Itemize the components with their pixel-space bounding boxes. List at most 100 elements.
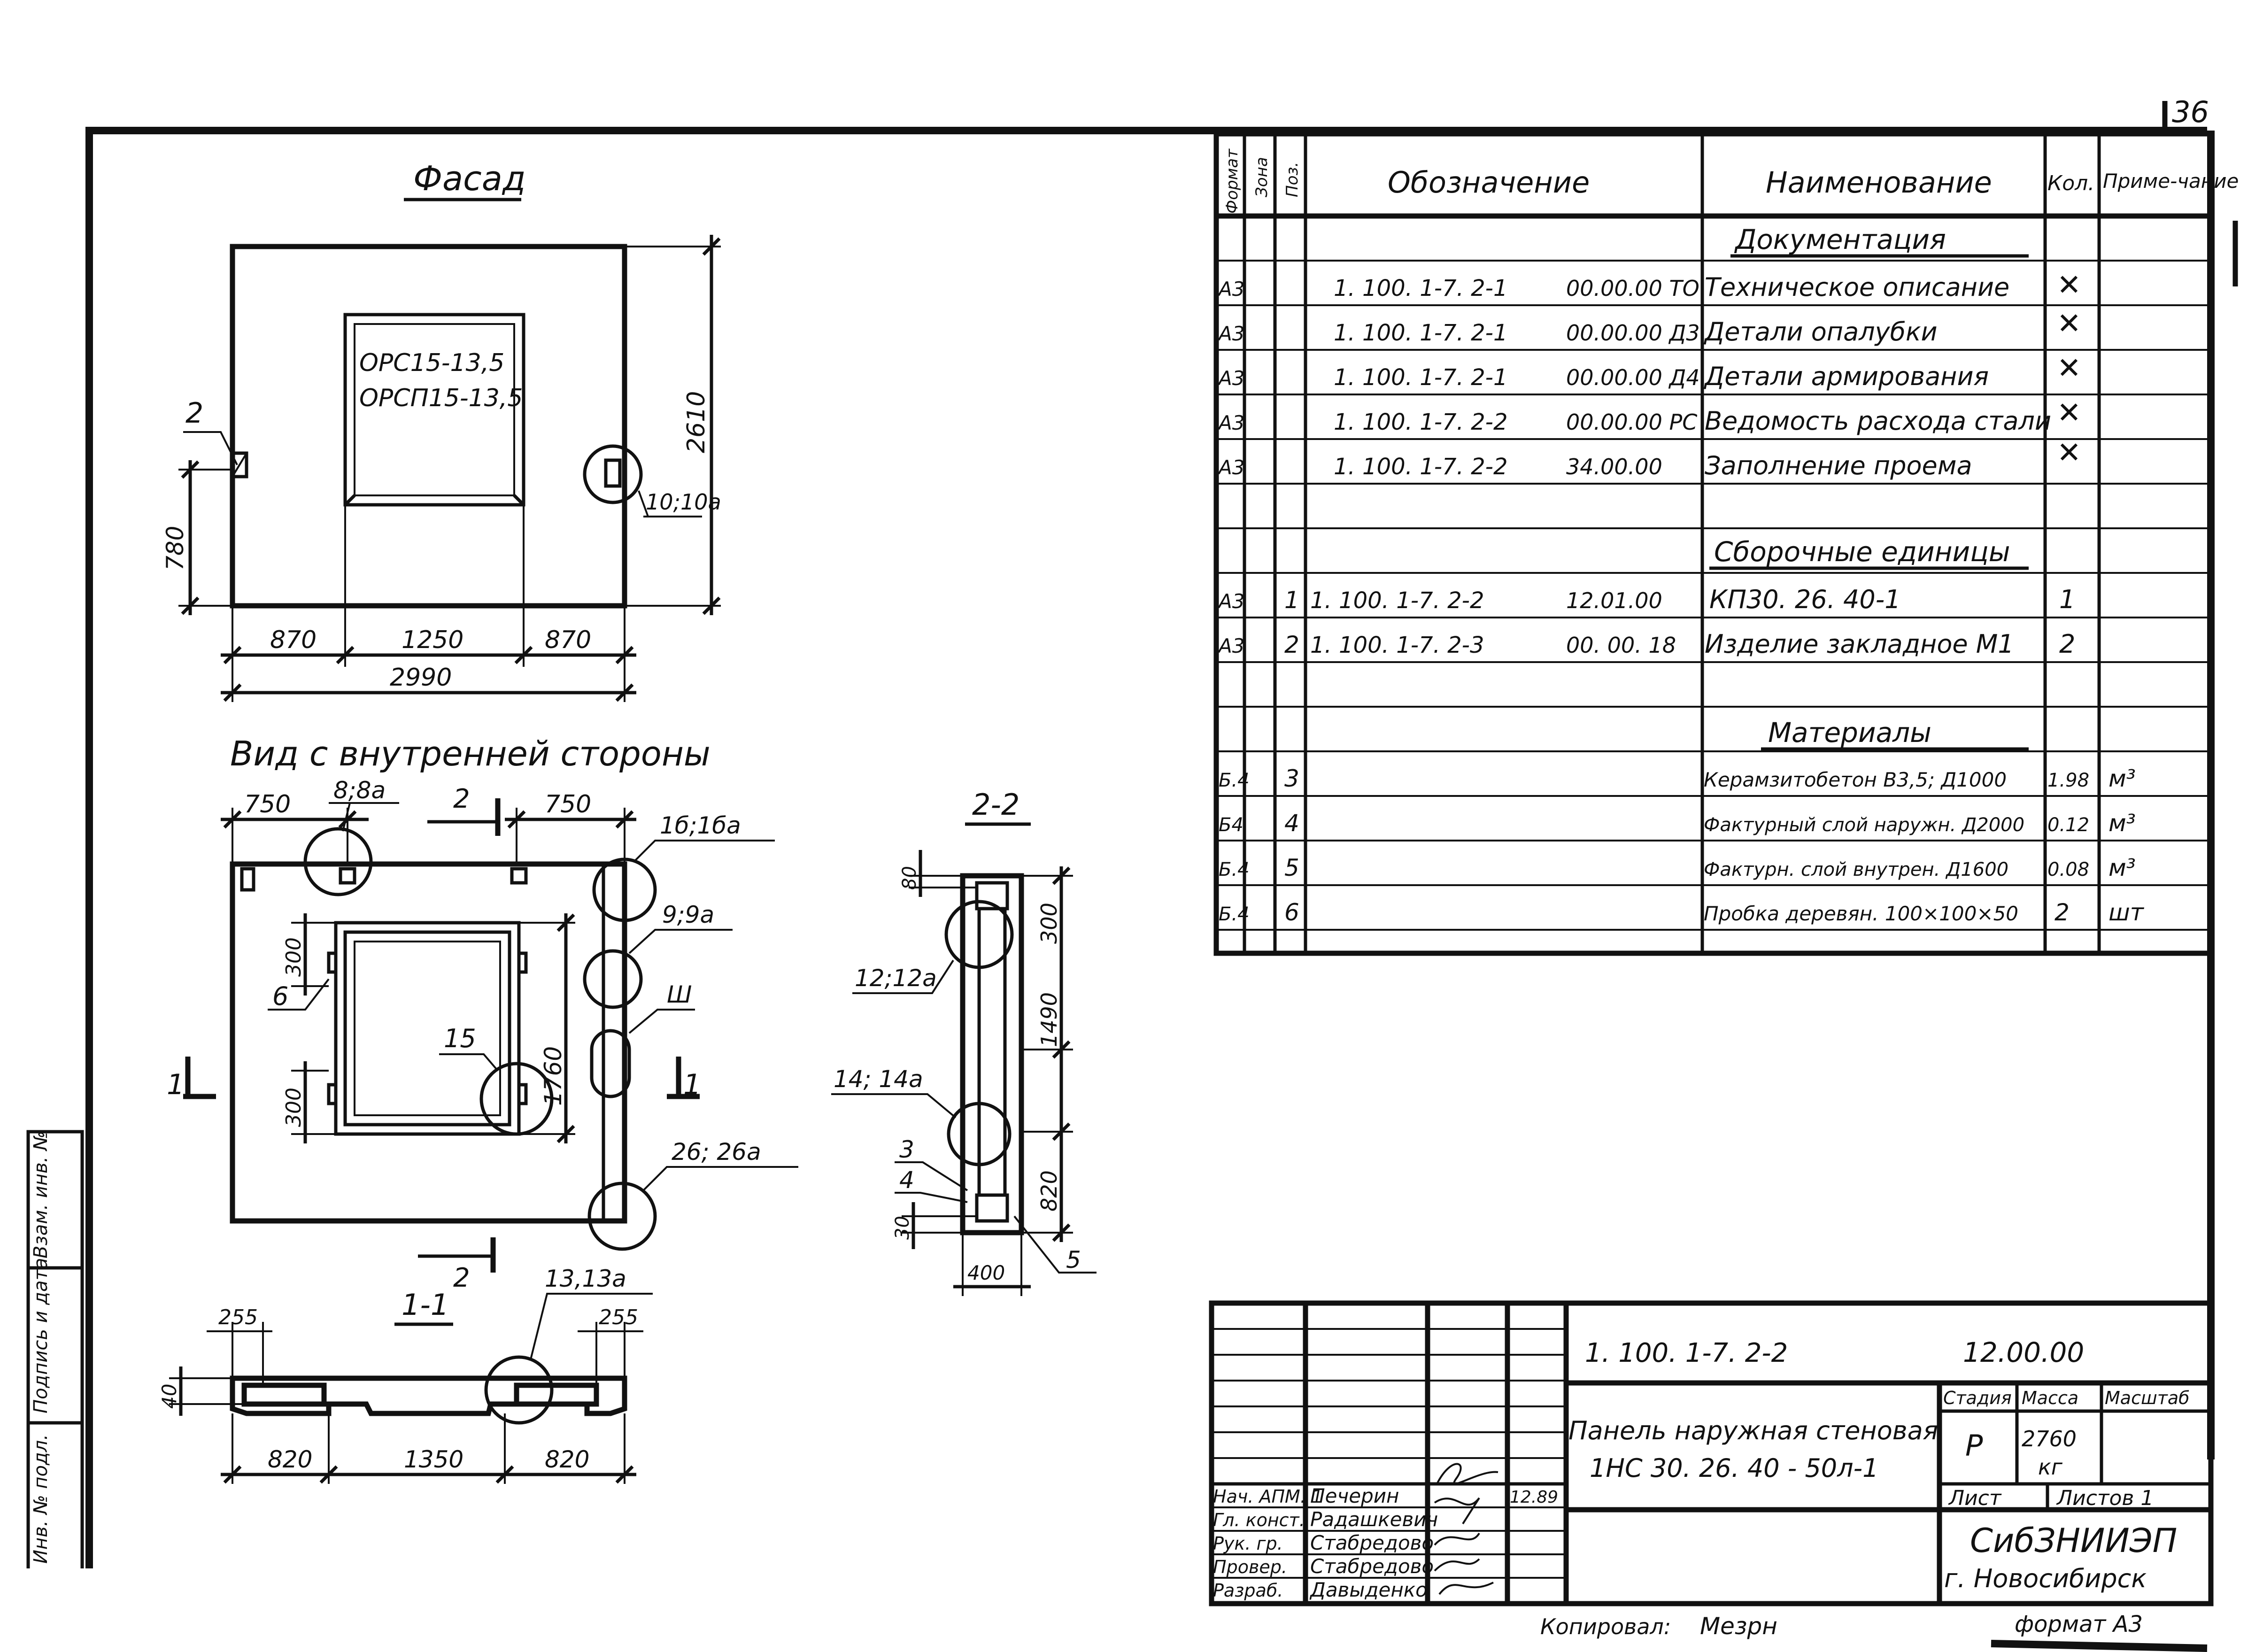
- svg-text:Печерин: Печерин: [1310, 1484, 1399, 1507]
- svg-text:00. 00. 18: 00. 00. 18: [1566, 633, 1676, 658]
- svg-text:Заполнение проема: Заполнение проема: [1705, 451, 1972, 480]
- svg-text:✕: ✕: [2057, 351, 2081, 385]
- spec-doc-row-3: А3 1. 100. 1-7. 2-1 00.00.00 Д4 Детали а…: [1217, 351, 2081, 391]
- spec-header-zone: Зона: [1252, 157, 1271, 197]
- svg-text:1: 1: [2059, 585, 2075, 614]
- footer-notes: Копировал: Мезрн формат А3: [1540, 1611, 2208, 1652]
- svg-text:Изделие закладное М1: Изделие закладное М1: [1705, 629, 2014, 659]
- inner-view-title: Вид с внутренней стороны: [230, 734, 711, 773]
- copied-by-label: Копировал:: [1540, 1614, 1671, 1639]
- inner-section-1-left: 1: [167, 1068, 185, 1101]
- title-city: г. Новосибирск: [1944, 1564, 2147, 1593]
- spec-header-note: Приме-чание: [2103, 170, 2239, 193]
- svg-text:м³: м³: [2109, 810, 2136, 837]
- stamp-replaces-inv: Взам. инв. №: [30, 1131, 52, 1258]
- spec-header-designation: Обозначение: [1388, 165, 1590, 200]
- spec-header-qty: Кол.: [2047, 171, 2094, 195]
- svg-text:А3: А3: [1217, 367, 1244, 390]
- title-scale-label: Масштаб: [2105, 1388, 2190, 1408]
- facade-dim-1250: 1250: [402, 626, 463, 654]
- title-mass-unit: кг: [2038, 1454, 2063, 1480]
- section22-title: 2-2: [972, 787, 1020, 822]
- section22-dim-1490: 1490: [1036, 992, 1062, 1047]
- title-sheets-label: Листов 1: [2056, 1486, 2154, 1510]
- section22-label-4: 4: [899, 1166, 914, 1194]
- facade-dim-total: 2990: [390, 664, 452, 692]
- facade-leader-10: 10;10а: [646, 489, 721, 515]
- svg-text:00.00.00 Д4: 00.00.00 Д4: [1566, 365, 1700, 390]
- title-mass-label: Масса: [2022, 1388, 2078, 1408]
- facade-title: Фасад: [413, 159, 526, 198]
- section22-dim-820: 820: [1036, 1170, 1062, 1212]
- inner-section-mark-2-top: 2: [453, 784, 470, 814]
- section22-dim-400: 400: [967, 1261, 1005, 1284]
- svg-text:Б.4: Б.4: [1219, 903, 1250, 925]
- title-mass: 2760: [2022, 1426, 2077, 1451]
- svg-text:00.00.00 ТО: 00.00.00 ТО: [1566, 276, 1699, 301]
- svg-text:34.00.00: 34.00.00: [1566, 454, 1662, 479]
- inner-view: Вид с внутренней стороны 750 750 2 8;8а: [167, 734, 798, 1293]
- svg-text:А3: А3: [1217, 634, 1244, 657]
- title-designation: 1. 100. 1-7. 2-2: [1585, 1338, 1788, 1368]
- spec-assembly-row-1: А3 1 1. 100. 1-7. 2-2 12.01.00 КП30. 26.…: [1217, 585, 2075, 614]
- signatures: [1434, 1463, 1498, 1595]
- svg-text:Ведомость расхода стали: Ведомость расхода стали: [1705, 406, 2051, 436]
- svg-text:Техническое описание: Техническое описание: [1705, 272, 2009, 302]
- section11-dim-40: 40: [158, 1384, 181, 1409]
- section22-dim-80: 80: [899, 866, 920, 890]
- svg-text:0.12: 0.12: [2047, 814, 2089, 836]
- svg-text:1.98: 1.98: [2047, 770, 2089, 791]
- svg-text:Нач. АПМ. 1: Нач. АПМ. 1: [1213, 1486, 1323, 1507]
- svg-text:1: 1: [1284, 587, 1299, 614]
- section11-dim-820-left: 820: [268, 1446, 312, 1473]
- svg-text:Детали опалубки: Детали опалубки: [1704, 317, 1938, 347]
- svg-text:Гл. конст.: Гл. конст.: [1213, 1510, 1305, 1530]
- spec-doc-row-4: А3 1. 100. 1-7. 2-2 00.00.00 РС Ведомост…: [1217, 395, 2081, 436]
- svg-text:Б.4: Б.4: [1219, 770, 1250, 791]
- spec-material-row-3: Б.4 5 Фактурн. слой внутрен. Д1600 0.08 …: [1219, 854, 2136, 881]
- copied-by-signature: Мезрн: [1700, 1613, 1777, 1640]
- svg-text:1. 100. 1-7. 2-2: 1. 100. 1-7. 2-2: [1334, 409, 1508, 435]
- section11-dim-255-right: 255: [599, 1305, 638, 1329]
- inner-label-15: 15: [444, 1024, 476, 1053]
- svg-text:Разраб.: Разраб.: [1213, 1580, 1283, 1601]
- svg-text:4: 4: [1284, 810, 1299, 837]
- spec-doc-row-5: А3 1. 100. 1-7. 2-2 34.00.00 Заполнение …: [1217, 435, 2081, 480]
- title-code: 12.00.00: [1963, 1336, 2084, 1368]
- section22-dim-30: 30: [892, 1216, 913, 1240]
- svg-text:✕: ✕: [2057, 306, 2081, 340]
- svg-text:Б.4: Б.4: [1219, 859, 1250, 880]
- spec-header-format: Формат: [1223, 148, 1242, 214]
- svg-text:Провер.: Провер.: [1213, 1557, 1287, 1577]
- svg-text:2: 2: [2059, 629, 2075, 659]
- svg-text:А3: А3: [1217, 278, 1244, 301]
- svg-text:✕: ✕: [2057, 395, 2081, 430]
- stamp-inv-original: Инв. № подл.: [30, 1434, 52, 1564]
- svg-text:✕: ✕: [2057, 435, 2081, 470]
- title-stage-label: Стадия: [1943, 1388, 2012, 1408]
- section-2-2: 2-2 300 1490 820 80 30 400 12;12а: [831, 787, 1097, 1296]
- svg-text:Керамзитобетон В3,5; Д1000: Керамзитобетон В3,5; Д1000: [1704, 768, 2007, 791]
- svg-text:0.08: 0.08: [2047, 859, 2089, 880]
- svg-text:1. 100. 1-7. 2-1: 1. 100. 1-7. 2-1: [1334, 320, 1508, 346]
- stamp-signature-date: Подпись и дата: [30, 1258, 52, 1413]
- svg-text:А3: А3: [1217, 590, 1244, 613]
- spec-section-materials: Материалы: [1768, 717, 1931, 749]
- svg-text:Фактурный слой наружн. Д2000: Фактурный слой наружн. Д2000: [1704, 814, 2024, 836]
- svg-text:Фактурн. слой внутрен. Д1600: Фактурн. слой внутрен. Д1600: [1704, 859, 2008, 880]
- svg-text:Б4: Б4: [1219, 814, 1243, 836]
- title-block: 1. 100. 1-7. 2-2 12.00.00 Панель наружна…: [1209, 1300, 2214, 1606]
- spec-material-row-2: Б4 4 Фактурный слой наружн. Д2000 0.12 м…: [1219, 810, 2136, 837]
- title-date: 12.89: [1510, 1488, 1558, 1507]
- svg-text:А3: А3: [1217, 456, 1244, 479]
- sheet-number: 36: [2172, 95, 2209, 129]
- facade-dim-870-left: 870: [270, 626, 317, 654]
- spec-assembly-row-2: А3 2 1. 100. 1-7. 2-3 00. 00. 18 Изделие…: [1217, 629, 2075, 659]
- side-stamp: Инв. № подл. Подпись и дата Взам. инв. №: [26, 1130, 84, 1568]
- svg-text:м³: м³: [2109, 765, 2136, 792]
- inner-label-9: 9;9а: [662, 901, 714, 928]
- svg-text:А3: А3: [1217, 322, 1244, 345]
- svg-text:12.01.00: 12.01.00: [1566, 588, 1662, 613]
- format-note: формат А3: [2015, 1611, 2143, 1637]
- section22-label-14: 14; 14а: [834, 1065, 923, 1093]
